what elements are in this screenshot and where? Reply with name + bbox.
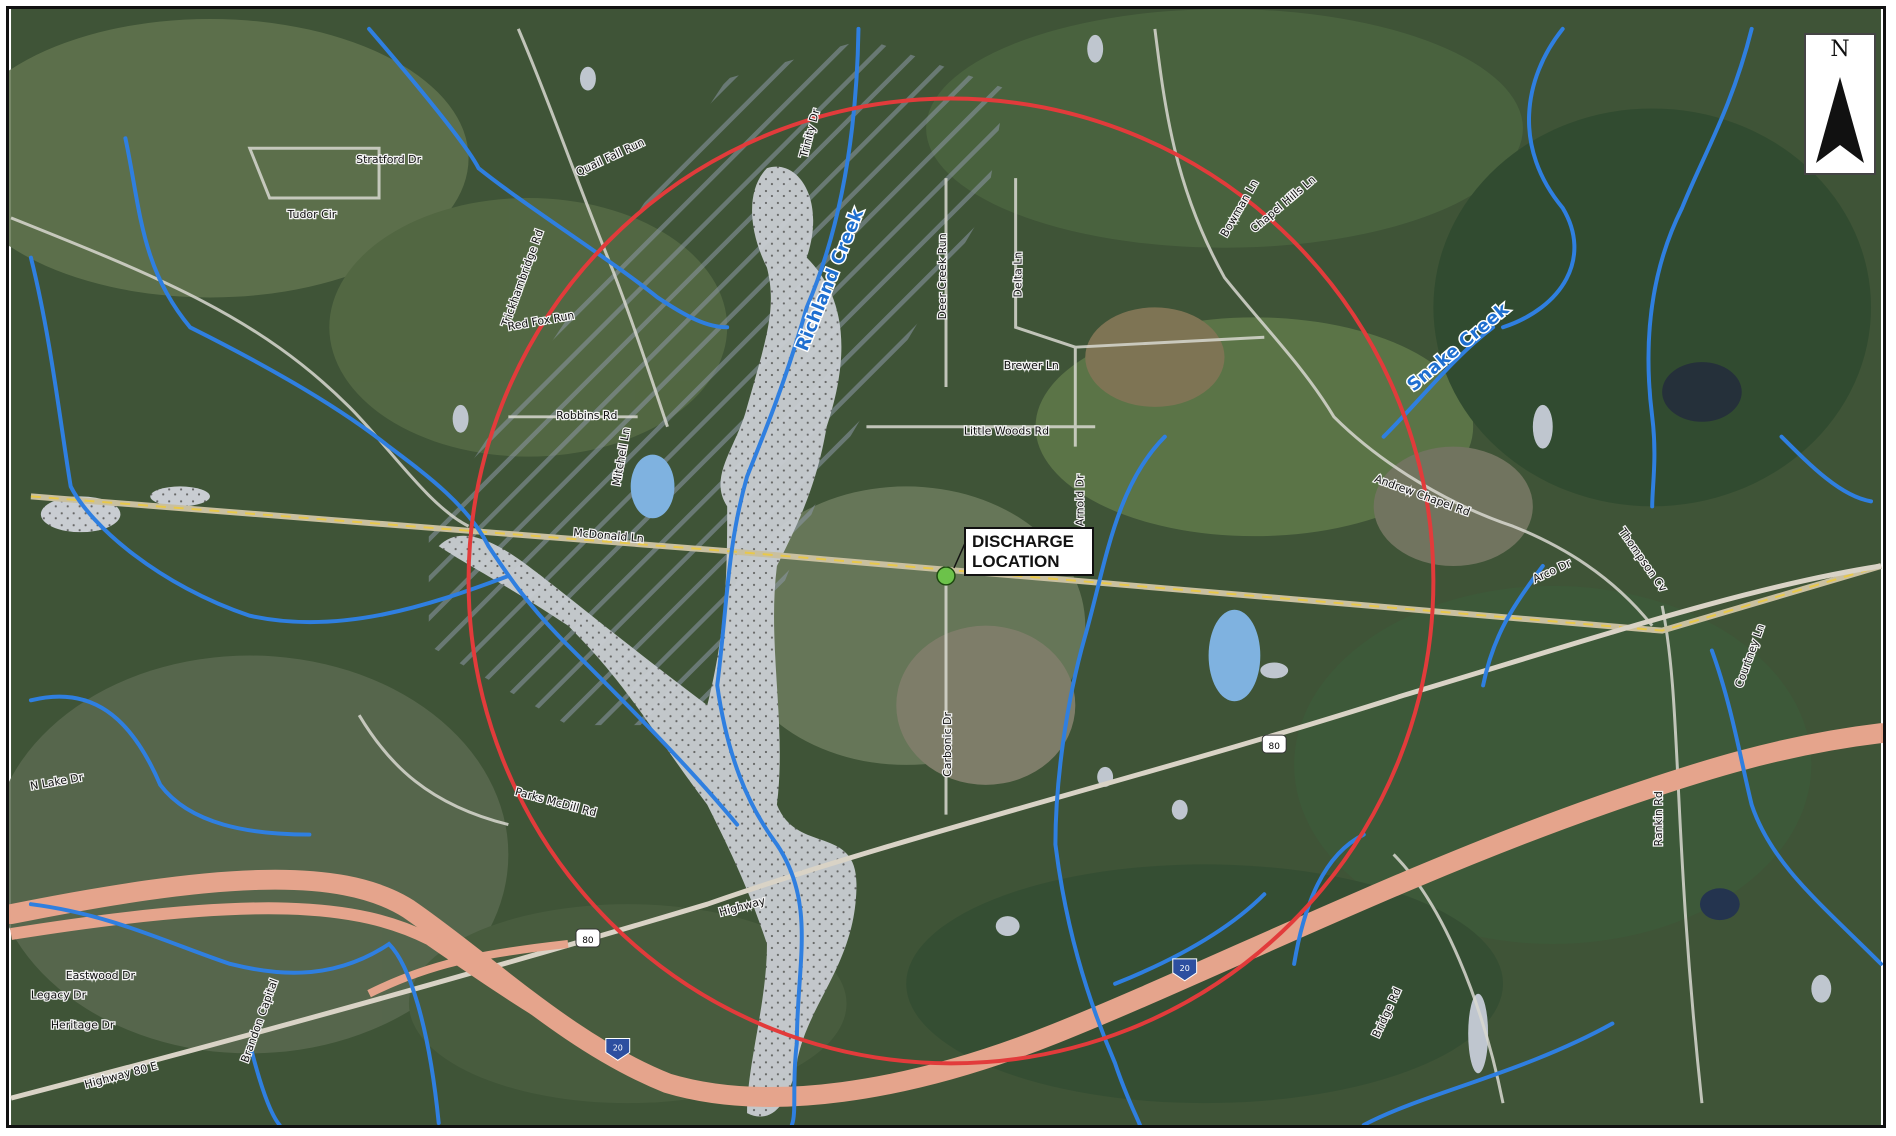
map-canvas[interactable]: 80 80 20 20 Richland Creek Snake Creek S…	[9, 9, 1883, 1125]
road-label: Arnold Dr	[1073, 474, 1086, 526]
discharge-leader-line	[953, 540, 967, 569]
road-label: Rankin Rd	[1652, 791, 1665, 846]
creek-line	[247, 1041, 282, 1125]
pond	[630, 454, 675, 519]
buffer-radius-circle	[466, 96, 1436, 1066]
mcdonald-ln-centerline	[30, 495, 1882, 632]
pond	[1208, 609, 1261, 702]
interstate-shield: 20	[1172, 958, 1198, 982]
creek-line	[28, 694, 312, 837]
floodplain-hatch-zone	[428, 38, 1006, 726]
road-label: Delta Ln	[1012, 252, 1025, 298]
creek-line	[28, 902, 441, 1125]
creek-line	[1709, 648, 1883, 966]
creeks	[28, 26, 1883, 1125]
local-roads	[10, 28, 1704, 1104]
map-frame: 80 80 20 20 Richland Creek Snake Creek S…	[6, 6, 1886, 1128]
interstate-shield: 20	[605, 1037, 631, 1061]
pond-floodplain	[150, 486, 210, 507]
road-label: Legacy Dr	[31, 989, 87, 1002]
floodplain-area	[438, 166, 857, 1117]
road-label: Stratford Dr	[356, 153, 421, 166]
road-label: Heritage Dr	[51, 1019, 115, 1032]
us-route-shield: 80	[1261, 734, 1287, 754]
small-ponds	[452, 34, 1832, 1074]
creek-line	[1381, 325, 1496, 439]
road-label: Robbins Rd	[556, 409, 617, 422]
road-label: Brewer Ln	[1004, 359, 1059, 372]
creek-line	[1779, 434, 1874, 504]
svg-text:20: 20	[613, 1043, 623, 1052]
discharge-point-icon[interactable]	[936, 566, 956, 586]
creek-line	[1646, 26, 1754, 509]
svg-text:20: 20	[1180, 964, 1190, 973]
richland-creek-line	[715, 26, 861, 1125]
north-arrow-icon	[1816, 77, 1864, 163]
creek-line	[1053, 434, 1167, 1125]
road-label: Little Woods Rd	[964, 425, 1049, 438]
interchange-ramp	[367, 940, 569, 998]
highway-80-road	[10, 563, 1882, 1101]
svg-text:80: 80	[1269, 742, 1281, 752]
creek-line	[367, 26, 730, 330]
road-label: Tudor Cir	[287, 208, 337, 221]
north-arrow-box: N	[1804, 33, 1876, 175]
discharge-location-label: DISCHARGE LOCATION	[964, 527, 1094, 576]
pond	[1699, 888, 1740, 921]
road-label: Deer Creek Run	[936, 233, 949, 319]
creek-line	[1292, 832, 1366, 966]
creek-line	[1501, 26, 1577, 330]
creek-line	[1361, 1021, 1615, 1125]
pond	[1662, 362, 1742, 422]
creek-line	[1113, 892, 1267, 986]
svg-text:80: 80	[582, 936, 594, 946]
creek-line	[28, 255, 511, 625]
road-label: Eastwood Dr	[66, 969, 136, 982]
highway-shields: 80 80 20 20	[575, 734, 1287, 1061]
road-label: Carbonic Dr	[941, 712, 954, 777]
creek-line	[123, 136, 740, 827]
creek-line	[1481, 564, 1545, 688]
interstate-20	[9, 723, 1883, 1107]
us-route-shield: 80	[575, 928, 601, 948]
north-label: N	[1830, 37, 1850, 62]
